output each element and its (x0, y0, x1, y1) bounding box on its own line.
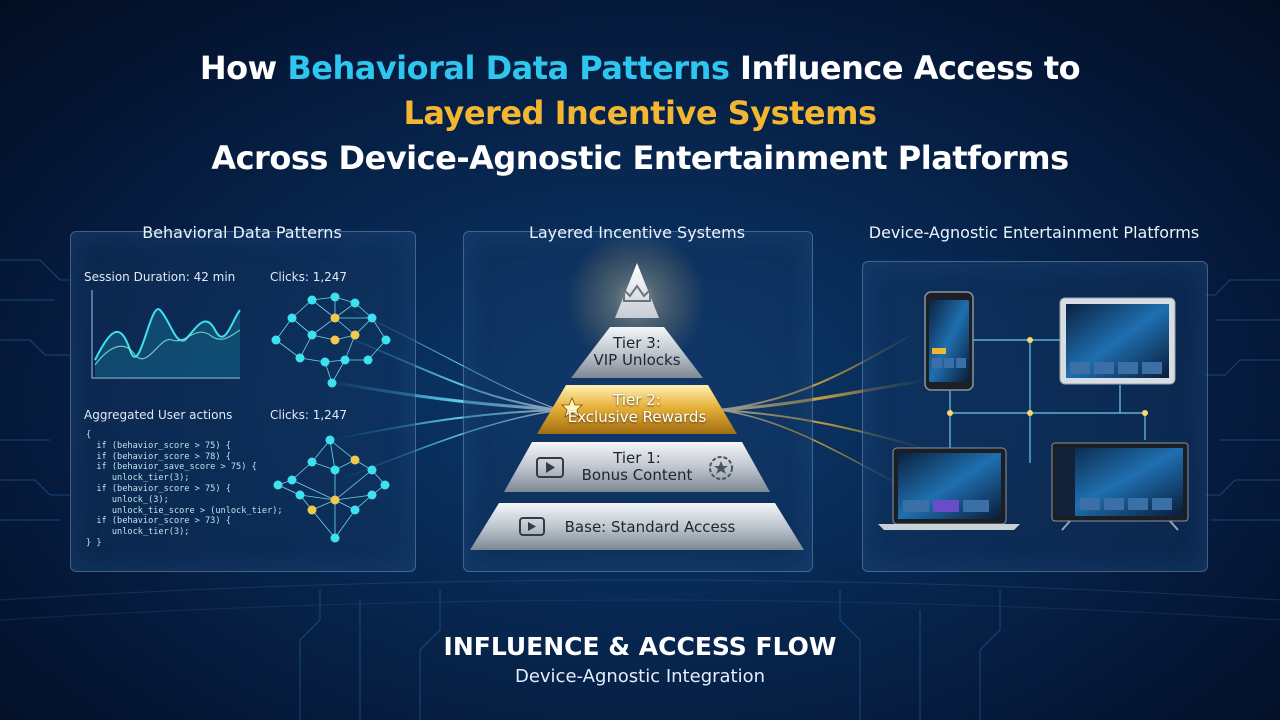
clicks-bottom: Clicks: 1,247 (270, 408, 348, 422)
tier2-line2: Exclusive Rewards (567, 408, 707, 426)
base-label: Base: Standard Access (550, 519, 750, 536)
right-panel-title: Device-Agnostic Entertainment Platforms (868, 223, 1200, 242)
title-suffix: Influence Access to (729, 49, 1081, 87)
star-icon (561, 396, 583, 418)
tier2-line1: Tier 2: (613, 391, 661, 409)
tier2-label: Tier 2: Exclusive Rewards (555, 392, 719, 426)
tier2-block (537, 385, 737, 434)
code-line: if (behavior_score > 75) { (86, 483, 231, 494)
tablet-device (1059, 297, 1176, 385)
session-duration: Session Duration: 42 min (84, 270, 236, 284)
phone-device (924, 291, 974, 391)
code-line: if (behavior_save_score > 75) { (86, 462, 257, 473)
tier3-line2: VIP Unlocks (593, 351, 681, 369)
aggregated-actions: Aggregated User actions (84, 408, 233, 422)
code-line: { (86, 430, 92, 440)
play-icon (536, 457, 564, 478)
code-line: if (behavior_score > 78) { (86, 451, 231, 462)
tier3-line1: Tier 3: (613, 334, 661, 352)
code-line: if (behavior_score > 75) { (86, 440, 231, 451)
network-nodes-top (271, 292, 391, 388)
pyramid-apex (615, 263, 659, 318)
crown-icon (623, 284, 651, 302)
tier1-label: Tier 1: Bonus Content (560, 450, 714, 484)
code-line: unlock_tier(3); (86, 527, 190, 538)
footer-subheading: Device-Agnostic Integration (514, 666, 766, 687)
network-nodes-bottom (273, 435, 390, 543)
center-panel-title: Layered Incentive Systems (528, 223, 746, 242)
title-line3: Across Device-Agnostic Entertainment Pla… (211, 139, 1069, 177)
badge-icon (709, 456, 733, 480)
left-panel-title: Behavioral Data Patterns (142, 223, 342, 242)
wave-chart (91, 290, 241, 379)
code-snippet: { if (behavior_score > 75) { if (behavio… (86, 430, 283, 549)
laptop-device (878, 447, 1020, 530)
tier1-line1: Tier 1: (613, 449, 661, 467)
title-prefix: How (199, 49, 288, 87)
title-highlight: Behavioral Data Patterns (287, 49, 730, 87)
play-icon-base (519, 517, 545, 536)
clicks-top: Clicks: 1,247 (270, 270, 348, 284)
connection-nodes (947, 337, 1148, 416)
footer-heading: INFLUENCE & ACCESS FLOW (443, 632, 837, 661)
code-line: if (behavior_score > 73) { (86, 516, 231, 527)
circuit-traces (0, 259, 1280, 720)
tier1-block (504, 442, 770, 492)
behavioral-data-panel (70, 231, 416, 572)
main-title: How Behavioral Data Patterns Influence A… (0, 46, 1280, 181)
tier3-label: Tier 3: VIP Unlocks (571, 335, 703, 369)
code-line: } } (86, 537, 102, 548)
code-line: unlock_(3); (86, 494, 169, 505)
code-line: unlock_tier(3); (86, 473, 190, 484)
tier1-line2: Bonus Content (581, 466, 693, 484)
base-block (470, 503, 804, 550)
tier3-block (571, 327, 703, 378)
base-line: Base: Standard Access (564, 518, 736, 536)
tv-device (1051, 442, 1189, 531)
code-line: unlock_tie_score > (unlock_tier); (86, 505, 283, 516)
right-flow-streams (719, 329, 931, 491)
title-line2: Layered Incentive Systems (403, 94, 877, 132)
